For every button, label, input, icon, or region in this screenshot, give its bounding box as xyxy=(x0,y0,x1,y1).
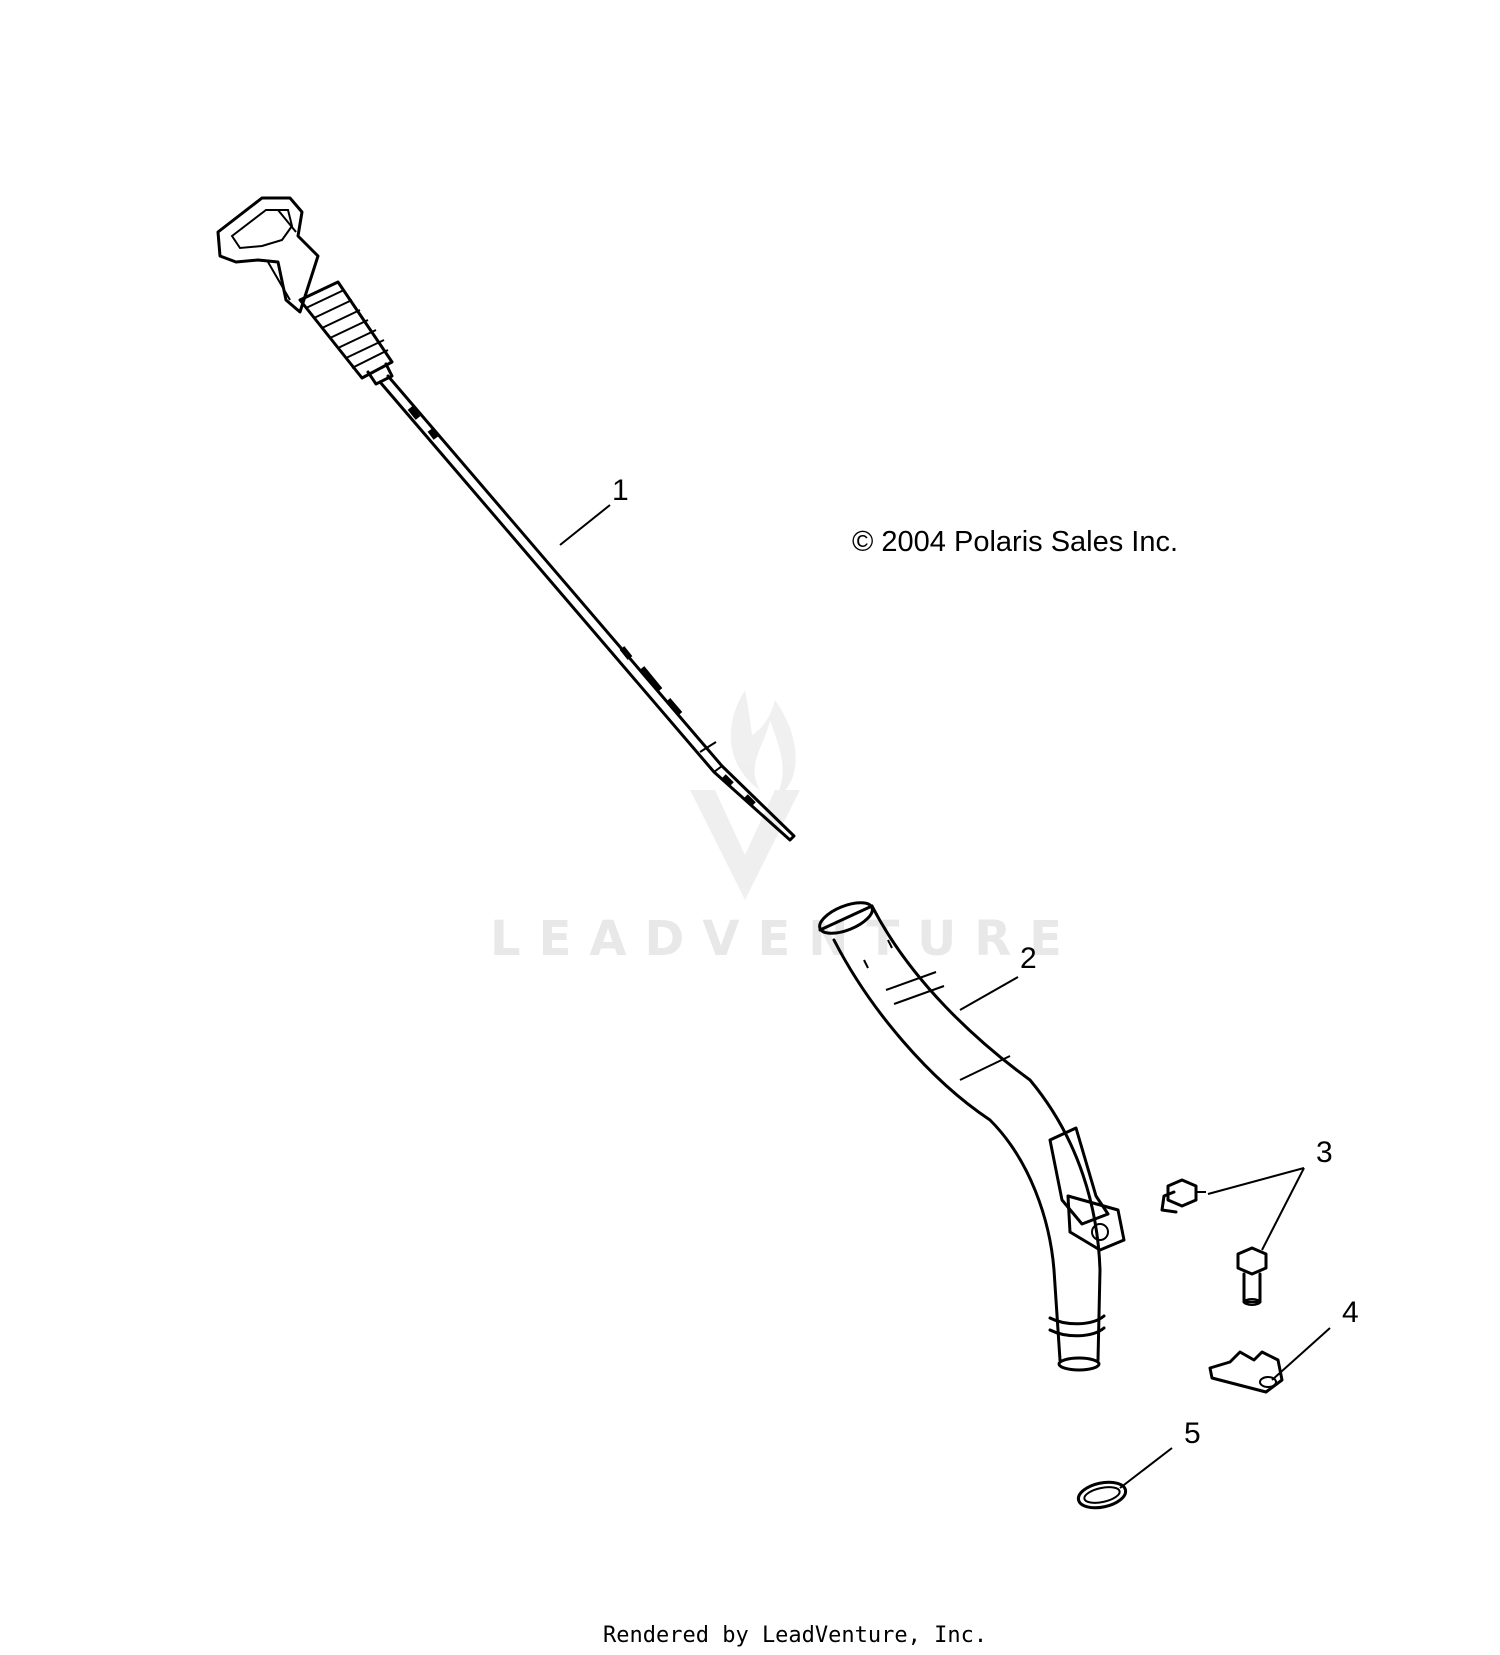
watermark-text: LEADVENTURE xyxy=(490,911,1080,967)
callout-3: 3 xyxy=(1316,1136,1333,1169)
footer-text: Rendered by LeadVenture, Inc. xyxy=(603,1623,987,1648)
leader-line-3 xyxy=(1207,1167,1305,1195)
o-ring-icon xyxy=(1076,1480,1128,1510)
dipstick-tube-icon xyxy=(818,901,1126,1372)
leader-line-5 xyxy=(1119,1447,1173,1489)
callout-4: 4 xyxy=(1342,1296,1359,1329)
bolt-icon xyxy=(1236,1246,1268,1306)
leadventure-logo-icon xyxy=(690,690,800,900)
dipstick-icon xyxy=(216,196,796,842)
copyright-text: © 2004 Polaris Sales Inc. xyxy=(852,526,1178,558)
bracket-icon xyxy=(1208,1350,1284,1394)
leader-line-4 xyxy=(1271,1327,1331,1381)
leader-line-2 xyxy=(959,976,1019,1011)
callout-1: 1 xyxy=(612,474,629,507)
bolt-icon xyxy=(1160,1178,1206,1214)
leader-line-1 xyxy=(559,504,611,546)
callout-5: 5 xyxy=(1184,1417,1201,1450)
leader-line-3b xyxy=(1261,1167,1305,1251)
callout-2: 2 xyxy=(1020,942,1037,975)
